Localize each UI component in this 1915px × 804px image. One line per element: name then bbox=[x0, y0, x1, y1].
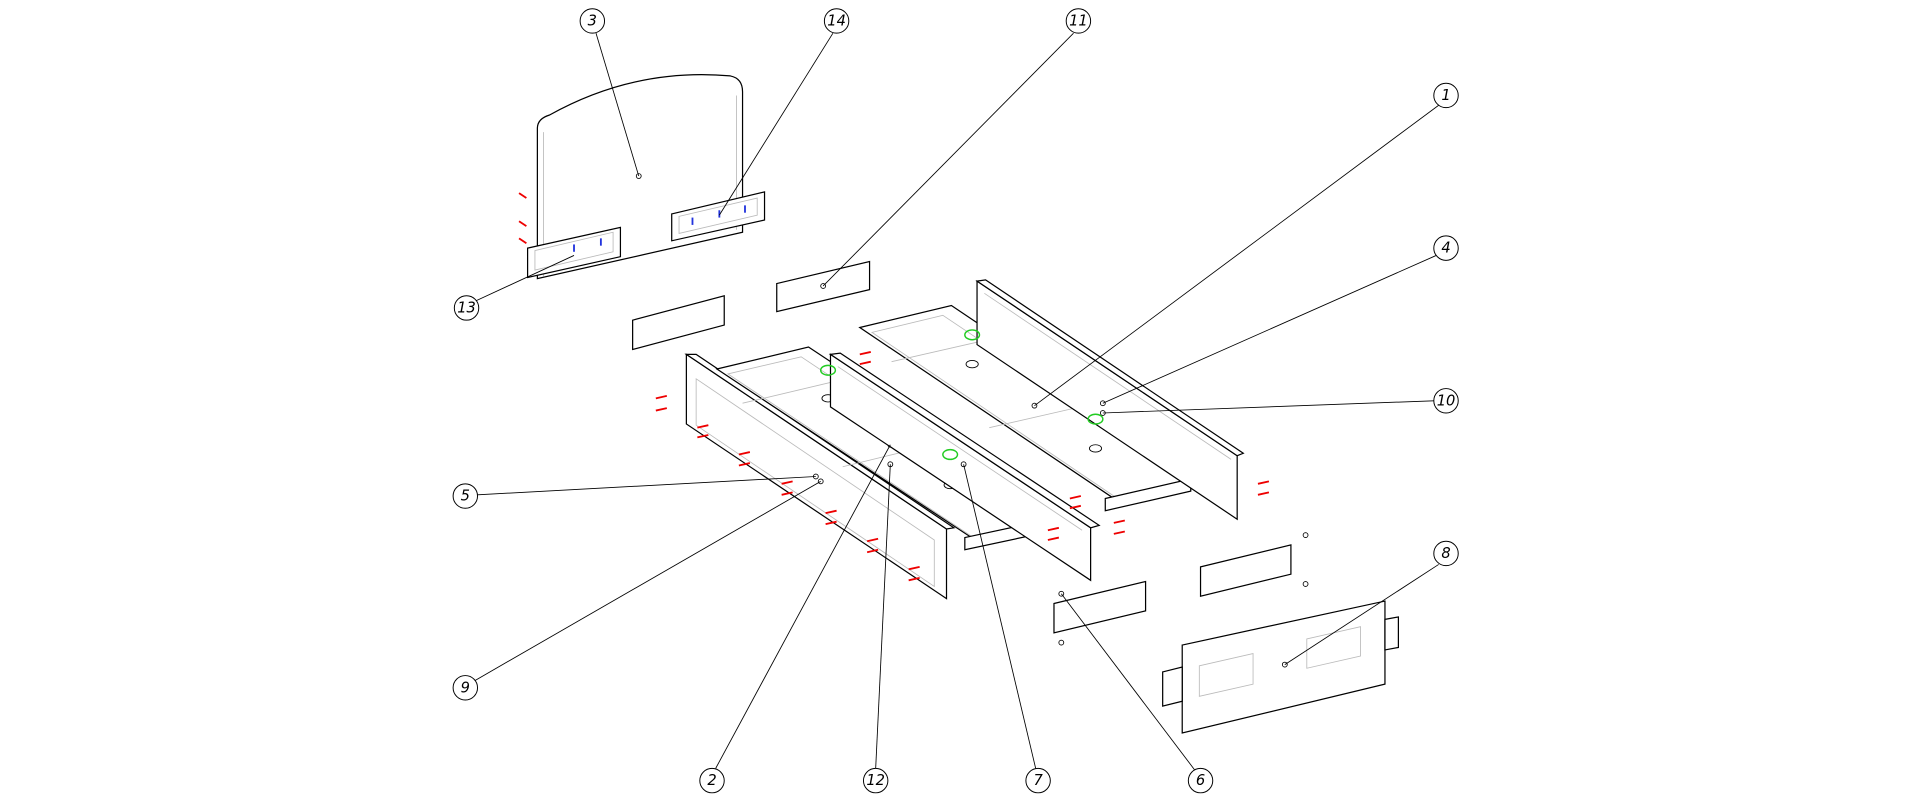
small-panel bbox=[632, 294, 725, 351]
callout-label: 2 bbox=[707, 772, 716, 789]
callout-10: 10 bbox=[1433, 388, 1459, 414]
callout-label: 8 bbox=[1441, 545, 1450, 562]
callout-7: 7 bbox=[1025, 767, 1051, 794]
frame-fasteners bbox=[655, 351, 1270, 582]
callout-11: 11 bbox=[1065, 8, 1092, 34]
callout-12: 12 bbox=[862, 767, 889, 794]
callout-label: 11 bbox=[1069, 12, 1088, 29]
foot-panel bbox=[1199, 544, 1292, 597]
panel-part-11 bbox=[776, 260, 871, 313]
footboard-part-8 bbox=[1162, 600, 1400, 734]
callout-label: 6 bbox=[1196, 772, 1205, 789]
callout-label: 9 bbox=[461, 679, 470, 696]
callout-label: 1 bbox=[1441, 87, 1450, 104]
foot-panel-part-6 bbox=[1053, 580, 1147, 634]
callout-label: 3 bbox=[588, 12, 597, 29]
callout-4: 4 bbox=[1433, 235, 1459, 261]
callout-label: 12 bbox=[866, 772, 885, 789]
callout-5: 5 bbox=[452, 483, 479, 509]
middle-rail-part-12 bbox=[828, 352, 1101, 582]
headboard-rail-part-14 bbox=[671, 191, 766, 242]
callout-1: 1 bbox=[1433, 82, 1459, 109]
callout-label: 13 bbox=[457, 299, 476, 316]
leader-lines bbox=[474, 32, 1439, 770]
callout-8: 8 bbox=[1433, 540, 1459, 567]
callout-label: 14 bbox=[827, 12, 846, 29]
callout-label: 4 bbox=[1441, 240, 1450, 257]
callout-9: 9 bbox=[452, 675, 479, 701]
headboard-rail-part-13 bbox=[526, 226, 622, 279]
callout-label: 10 bbox=[1437, 392, 1456, 409]
callout-13: 13 bbox=[453, 295, 480, 321]
callout-3: 3 bbox=[579, 8, 606, 34]
callout-6: 6 bbox=[1187, 767, 1214, 794]
callout-2: 2 bbox=[699, 767, 725, 794]
callout-14: 14 bbox=[823, 8, 850, 34]
headboard-fasteners bbox=[518, 192, 746, 252]
callout-label: 5 bbox=[461, 488, 470, 505]
dowels bbox=[819, 329, 1104, 461]
right-side-rail-part-4 bbox=[975, 279, 1245, 521]
left-side-rail-part-9 bbox=[684, 353, 956, 600]
callout-label: 7 bbox=[1033, 772, 1043, 789]
